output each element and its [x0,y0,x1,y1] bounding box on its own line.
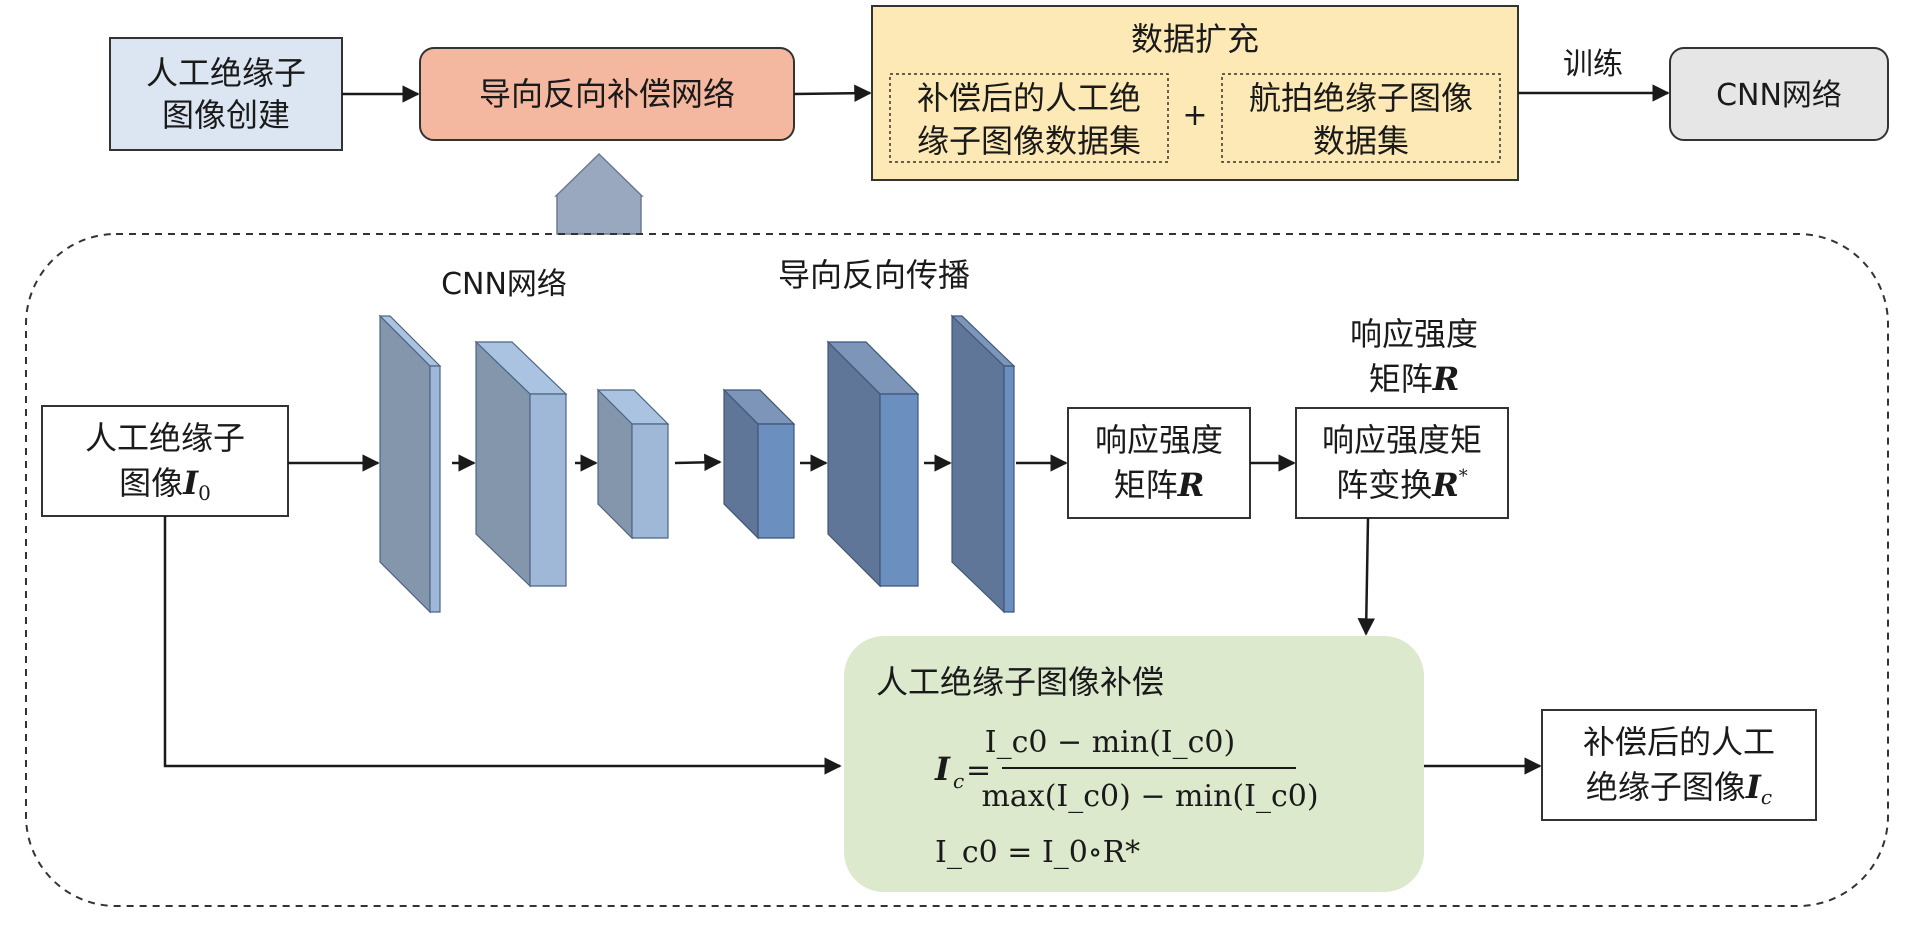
augment-left-line1: 补偿后的人工绝 [917,79,1141,117]
gbp-compensation-box: 导向反向补偿网络 [419,47,795,141]
response-matrix-box: 响应强度 矩阵R [1067,407,1251,519]
response-line1: 响应强度 [1095,421,1223,459]
arrow-layer3-to-layer4 [674,453,722,472]
eq-denominator: max(I_c0) − min(I_c0) [981,779,1318,814]
output-subscript: c [1761,785,1772,809]
augment-right-line2: 数据集 [1313,122,1409,160]
augment-right-dataset-box [1221,73,1501,163]
svg-text:=: = [966,753,991,788]
input-subscript: 0 [198,481,211,505]
response-caption-symbol: R [1432,360,1460,398]
input-line1: 人工绝缘子 [85,419,245,457]
cnn-layer-3 [596,388,670,540]
gbp-layer-2 [826,340,920,588]
transform-line1: 响应强度矩 [1322,421,1482,459]
up-arrow [554,152,644,235]
gbp-layer-1 [722,388,796,540]
input-line2-text: 图像 [119,464,183,502]
equation-2: I_c0 = I_0∘R* [935,835,1140,870]
cnn-top-box: CNN网络 [1669,47,1889,141]
compensation-title: 人工绝缘子图像补偿 [876,663,1164,701]
arrow-transform-to-compensation [1357,517,1376,636]
gbp-compensation-label: 导向反向补偿网络 [479,75,735,113]
input-image-box: 人工绝缘子 图像I0 [41,405,289,517]
eq-numerator: I_c0 − min(I_c0) [985,725,1235,760]
svg-text:矩阵R: 矩阵R [1114,466,1205,504]
svg-text:矩阵R: 矩阵R [1369,360,1460,398]
augment-right-line1: 航拍绝缘子图像 [1249,79,1473,117]
create-line2: 图像创建 [162,96,290,134]
response-symbol: R [1177,466,1205,504]
gbp-layer-3 [950,314,1016,614]
gbp-label: 导向反向传播 [778,256,970,294]
process-region [25,233,1889,907]
output-box: 补偿后的人工 绝缘子图像Ic [1541,709,1817,821]
cnn-label: CNN网络 [441,267,567,302]
augment-plus: + [1182,98,1207,133]
response-line2-text: 矩阵 [1114,466,1178,504]
augment-left-line2: 缘子图像数据集 [917,122,1141,160]
svg-text:图像I0: 图像I0 [119,464,211,505]
output-line1: 补偿后的人工 [1583,723,1775,761]
compensation-box: 人工绝缘子图像补偿 I c = I_c0 − min(I_c0) max(I_c… [844,636,1424,892]
transform-superscript: * [1459,466,1468,487]
output-symbol: I [1745,768,1762,806]
create-box: 人工绝缘子 图像创建 [109,37,343,151]
arrow-input-to-compensation [163,516,842,775]
augmentation-title: 数据扩充 [1131,20,1259,58]
eq-lhs: I [934,750,951,788]
train-label: 训练 [1563,47,1623,82]
equation-1: I c = I_c0 − min(I_c0) max(I_c0) − min(I… [934,725,1319,814]
transform-line2-text: 阵变换 [1336,466,1432,504]
input-symbol: I [182,464,199,502]
cnn-layer-1 [378,314,442,614]
arrow-gbp-to-augment [793,84,872,102]
svg-text:阵变换R*: 阵变换R* [1336,466,1468,504]
transform-symbol: R [1431,466,1459,504]
eq-lhs-sub: c [953,769,964,793]
cnn-layer-2 [474,340,568,588]
create-line1: 人工绝缘子 [146,54,306,92]
response-caption-line2-text: 矩阵 [1369,360,1433,398]
transform-box: 响应强度矩 阵变换R* [1295,407,1509,519]
augmentation-box: 数据扩充 补偿后的人工绝 缘子图像数据集 + 航拍绝缘子图像 数据集 [871,5,1519,181]
response-caption-line1: 响应强度 [1350,315,1478,353]
augment-left-dataset-box [889,73,1169,163]
cnn-top-label: CNN网络 [1716,78,1842,113]
svg-text:绝缘子图像Ic: 绝缘子图像Ic [1586,768,1772,809]
output-line2-text: 绝缘子图像 [1586,768,1746,806]
